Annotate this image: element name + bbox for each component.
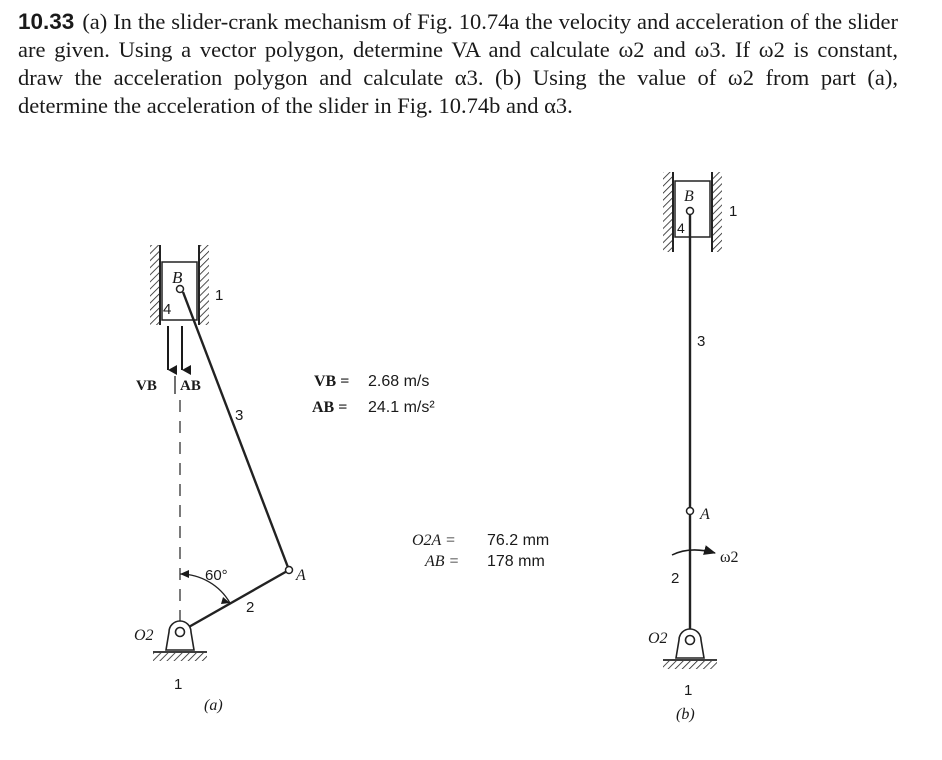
ground-link-number: 1 [174,676,182,693]
pin-a-b [685,506,695,516]
guide-wall-left-b [663,172,673,252]
ab-given-value: 24.1 m/s² [368,399,435,416]
o2a-dim-value: 76.2 mm [487,532,549,549]
pin-b [175,284,185,294]
given-values: VB = 2.68 m/s AB = 24.1 m/s² O2A = 76.2 … [312,373,549,570]
figure-a: B 4 1 VB AB 3 A 2 60° O2 1 (a) [134,245,306,714]
crank-link-number: 2 [246,599,254,616]
coupler-link-number: 3 [235,407,243,424]
figure-a-caption: (a) [204,697,223,714]
figure-b-caption: (b) [676,706,695,723]
o2a-dim-label: O2A = [412,532,456,549]
joint-a-label: A [295,567,306,584]
problem-number: 10.33 [18,9,75,34]
pivot-label-b: O2 [648,630,668,647]
crank-link-number-b: 2 [671,570,679,587]
pin-a [284,565,294,575]
vb-arrow-label: VB [136,378,157,394]
figure-b: B 4 1 3 A 2 ω2 O2 1 (b) [648,172,739,723]
ab-given-label: AB = [312,399,347,416]
slider-link-number-b: 4 [677,220,685,236]
problem-text: (a) In the slider-crank mechanism of Fig… [18,9,898,118]
slider-block [161,261,198,321]
slider-b-label: B [172,268,183,287]
pin-b-b [685,206,695,216]
omega-label: ω2 [720,549,739,566]
frame-link-number: 1 [215,287,223,304]
pivot-label: O2 [134,627,154,644]
ground-hatch-b [663,661,717,669]
omega-arrow [671,545,716,556]
vb-given-label: VB = [314,373,349,390]
slider-link-number: 4 [163,301,171,318]
crank-link [179,568,290,634]
frame-link-number-b: 1 [729,203,737,220]
slider-b-label-b: B [684,188,694,205]
pivot-pin-b [684,634,696,646]
coupler-link-number-b: 3 [697,333,705,350]
pivot-pin [174,626,186,638]
ground-link-number-b: 1 [684,682,692,699]
ab-dim-value: 178 mm [487,553,545,570]
ground-hatch [153,653,207,661]
ab-arrow-label: AB [180,378,201,394]
guide-wall-right-b [712,172,722,252]
joint-a-label-b: A [699,506,710,523]
guide-wall-right [199,245,209,325]
vb-given-value: 2.68 m/s [368,373,429,390]
guide-wall-left [150,245,160,325]
coupler-link [181,291,291,571]
ab-dim-label: AB = [424,553,459,570]
slider-block-b [674,180,711,238]
problem-statement: 10.33(a) In the slider-crank mechanism o… [18,8,898,120]
angle-label: 60° [205,567,228,584]
